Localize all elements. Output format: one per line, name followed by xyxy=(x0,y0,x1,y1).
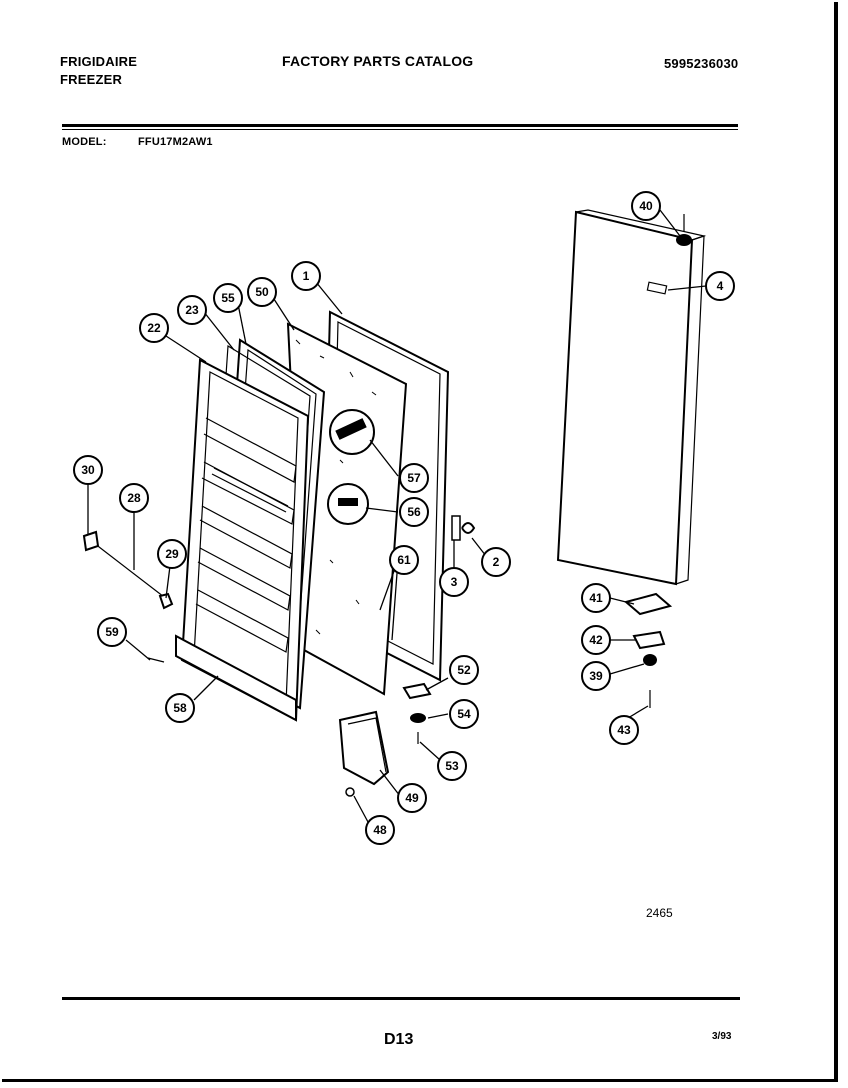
bottom-trim xyxy=(175,634,297,722)
callout-54: 54 xyxy=(449,699,479,729)
door-liner xyxy=(180,358,310,722)
callout-56: 56 xyxy=(399,497,429,527)
callout-29: 29 xyxy=(157,539,187,569)
label-disc-56 xyxy=(327,483,369,525)
callout-48: 48 xyxy=(365,815,395,845)
top-hinge-cap xyxy=(676,214,692,246)
callout-39: 39 xyxy=(581,661,611,691)
bottom-hinge-assembly xyxy=(623,592,673,708)
product-type: FREEZER xyxy=(60,72,123,87)
callout-label: 56 xyxy=(407,505,421,519)
callout-30: 30 xyxy=(73,455,103,485)
callout-59: 59 xyxy=(97,617,127,647)
header-rule xyxy=(62,124,738,127)
callout-4: 4 xyxy=(705,271,735,301)
callout-3: 3 xyxy=(439,567,469,597)
callout-label: 43 xyxy=(617,723,631,737)
callout-label: 30 xyxy=(81,463,95,477)
outer-door xyxy=(556,209,707,586)
brand-name: FRIGIDAIRE xyxy=(60,54,138,69)
catalog-number: 5995236030 xyxy=(664,56,739,71)
page-code: D13 xyxy=(384,1031,414,1048)
callout-label: 49 xyxy=(405,791,419,805)
callout-53: 53 xyxy=(437,751,467,781)
callout-41: 41 xyxy=(581,583,611,613)
callout-label: 42 xyxy=(589,633,603,647)
model-label: MODEL: xyxy=(62,136,107,148)
illustration-number: 2465 xyxy=(646,906,673,920)
callout-label: 28 xyxy=(127,491,141,505)
callout-label: 48 xyxy=(373,823,387,837)
callout-label: 41 xyxy=(589,591,603,605)
callout-label: 40 xyxy=(639,199,653,213)
callout-52: 52 xyxy=(449,655,479,685)
callout-label: 23 xyxy=(185,303,199,317)
callout-49: 49 xyxy=(397,783,427,813)
label-disc-57 xyxy=(329,409,375,455)
callout-43: 43 xyxy=(609,715,639,745)
stop-rod-assembly xyxy=(82,530,174,610)
callout-label: 61 xyxy=(397,553,411,567)
callout-label: 3 xyxy=(451,575,458,589)
callout-label: 58 xyxy=(173,701,187,715)
callout-label: 55 xyxy=(221,291,235,305)
callout-label: 39 xyxy=(589,669,603,683)
header-rule-thin xyxy=(62,129,738,130)
footer-rule xyxy=(62,997,740,1000)
model-number: FFU17M2AW1 xyxy=(138,136,213,148)
callout-58: 58 xyxy=(165,693,195,723)
lower-hinge-parts xyxy=(402,682,432,744)
callout-label: 22 xyxy=(147,321,161,335)
callout-label: 52 xyxy=(457,663,471,677)
callout-23: 23 xyxy=(177,295,207,325)
catalog-title: FACTORY PARTS CATALOG xyxy=(282,53,474,69)
callout-50: 50 xyxy=(247,277,277,307)
callout-42: 42 xyxy=(581,625,611,655)
callout-label: 2 xyxy=(493,555,500,569)
callout-label: 29 xyxy=(165,547,179,561)
page-frame xyxy=(2,2,838,1082)
callout-28: 28 xyxy=(119,483,149,513)
callout-label: 50 xyxy=(255,285,269,299)
toe-grille xyxy=(338,710,390,797)
handle-clip xyxy=(451,515,476,541)
callout-label: 1 xyxy=(303,269,310,283)
callout-1: 1 xyxy=(291,261,321,291)
callout-61: 61 xyxy=(389,545,419,575)
callout-label: 4 xyxy=(717,279,724,293)
callout-2: 2 xyxy=(481,547,511,577)
date-code: 3/93 xyxy=(712,1031,732,1042)
callout-22: 22 xyxy=(139,313,169,343)
callout-label: 59 xyxy=(105,625,119,639)
callout-label: 54 xyxy=(457,707,471,721)
callout-55: 55 xyxy=(213,283,243,313)
screw-59 xyxy=(147,657,165,663)
callout-label: 57 xyxy=(407,471,421,485)
callout-57: 57 xyxy=(399,463,429,493)
callout-label: 53 xyxy=(445,759,459,773)
callout-40: 40 xyxy=(631,191,661,221)
